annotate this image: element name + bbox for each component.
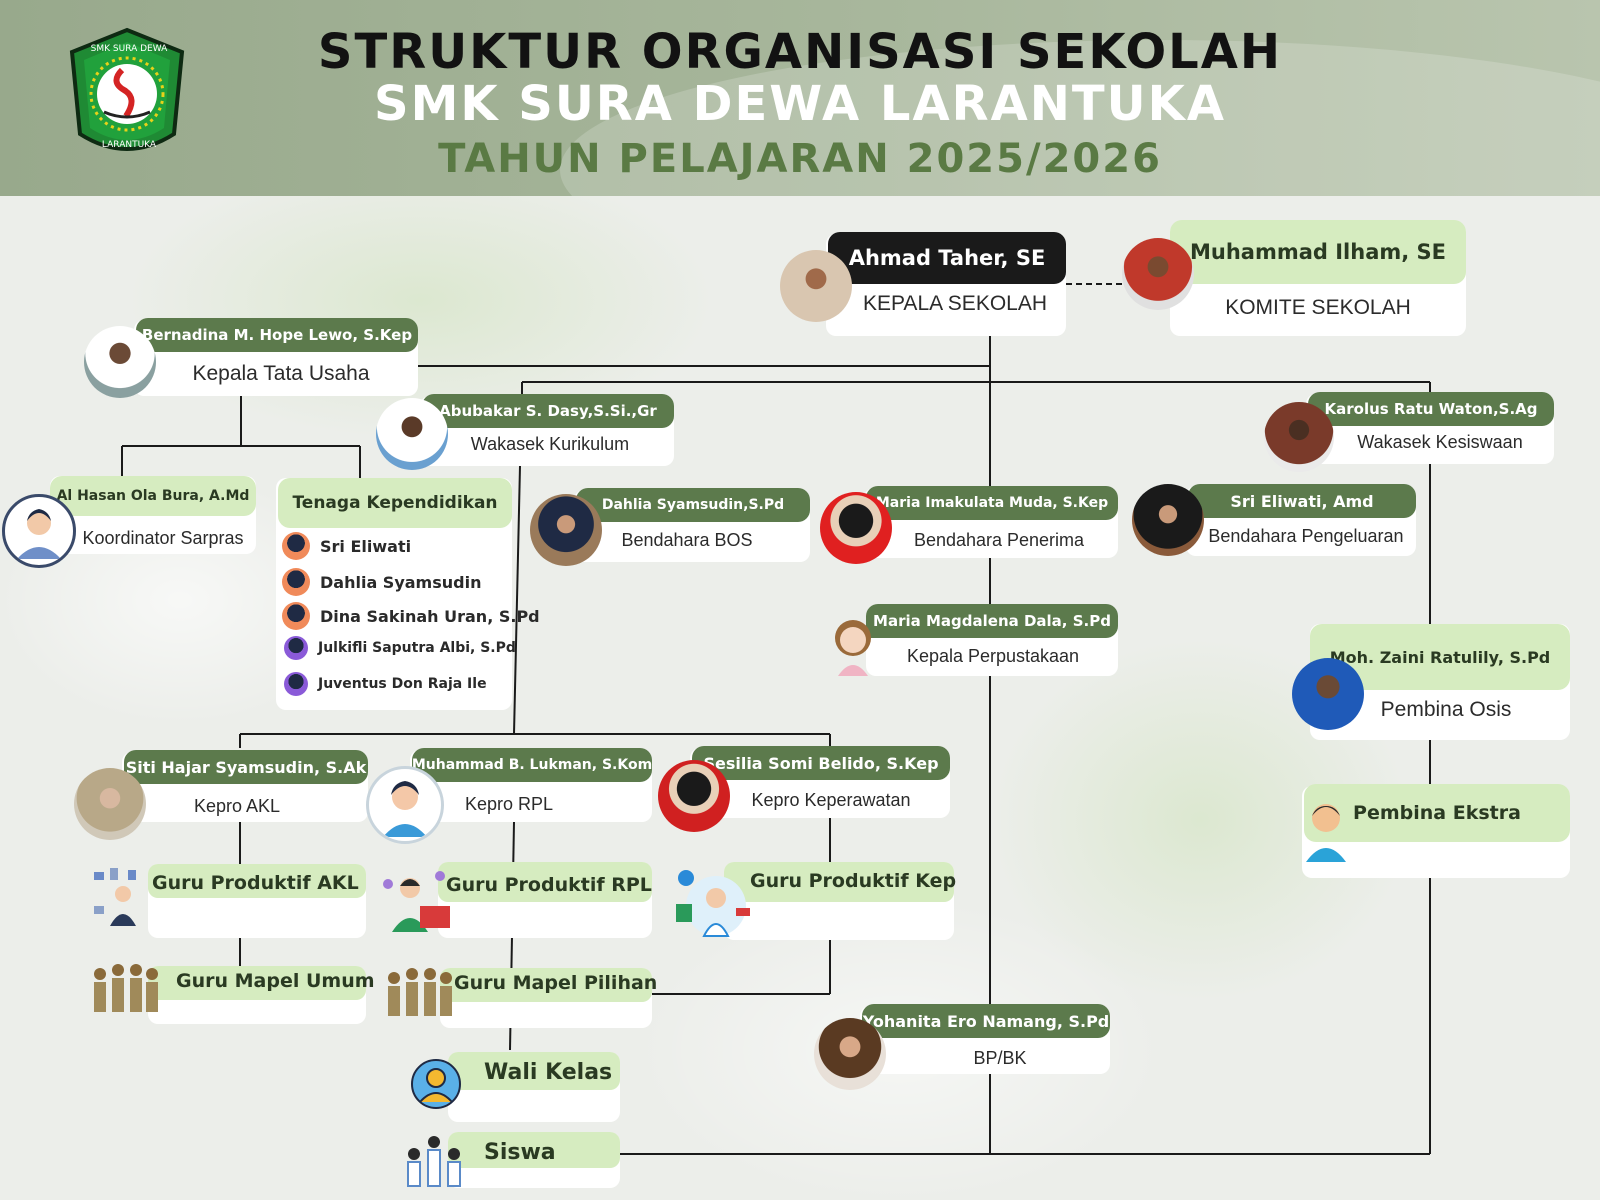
female-avatar-icon [282, 602, 310, 630]
teachers-group-icon [388, 968, 452, 1016]
students-group-icon [407, 1136, 461, 1187]
wakasek-kesiswaan-name: Karolus Ratu Waton,S.Ag [1308, 392, 1554, 426]
kepro-akl-name: Siti Hajar Syamsudin, S.Ak [124, 750, 368, 784]
teachers-group-icon [94, 964, 158, 1012]
tenaga-member: Juventus Don Raja Ile [284, 672, 487, 696]
bp-bk-photo [814, 1018, 886, 1090]
siswa-label: Siswa [484, 1140, 556, 1165]
bendahara-bos-role: Bendahara BOS [621, 530, 753, 550]
title-line-2: SMK SURA DEWA LARANTUKA [374, 76, 1226, 132]
nurse-icon [676, 870, 750, 937]
header-banner: STRUKTUR ORGANISASI SEKOLAH SMK SURA DEW… [0, 0, 1600, 196]
user-avatar-icon [366, 766, 444, 844]
tenaga-member: Sri Eliwati [282, 532, 411, 560]
guru-mapel-umum-label: Guru Mapel Umum [176, 970, 375, 992]
guru-produktif-rpl-band [438, 862, 652, 902]
man-avatar-icon [1306, 804, 1346, 862]
kepro-keperawatan-photo [658, 760, 730, 832]
male-avatar-icon [284, 636, 308, 660]
guru-mapel-umum-band [148, 966, 366, 1000]
tenaga-member: Julkifli Saputra Albi, S.Pd [284, 636, 516, 660]
kepro-akl-photo [74, 768, 146, 840]
bendahara-bos-name: Dahlia Syamsudin,S.Pd [576, 488, 810, 522]
guru-produktif-kep-band [724, 862, 954, 902]
pembina-ekstra-label: Pembina Ekstra [1304, 784, 1570, 842]
tenaga-member-name: Dahlia Syamsudin [320, 572, 482, 592]
title-line-3: TAHUN PELAJARAN 2025/2026 [438, 136, 1162, 182]
guru-mapel-pilihan-label: Guru Mapel Pilihan [454, 972, 658, 994]
komite-sekolah-photo [1122, 238, 1194, 310]
programmer-icon [383, 871, 450, 932]
kepala-sekolah-role: KEPALA SEKOLAH [862, 292, 1048, 315]
guru-mapel-pilihan-band [440, 968, 652, 1002]
tenaga-member-name: Sri Eliwati [320, 536, 412, 556]
guru-produktif-akl-label: Guru Produktif AKL [152, 872, 359, 894]
kepro-keperawatan-name: Sesilia Somi Belido, S.Kep [692, 746, 950, 780]
kepala-perpustakaan-name: Maria Magdalena Dala, S.Pd [866, 604, 1118, 638]
female-avatar-icon [282, 532, 310, 560]
title-line-1: STRUKTUR ORGANISASI SEKOLAH [317, 24, 1283, 80]
wali-kelas-label: Wali Kelas [484, 1060, 613, 1085]
tenaga-member: Dina Sakinah Uran, S.Pd [282, 602, 540, 630]
guru-produktif-kep-label: Guru Produktif Kep [750, 870, 957, 892]
bp-bk-role: BP/BK [973, 1048, 1027, 1068]
wakasek-kurikulum-role: Wakasek Kurikulum [470, 434, 630, 454]
wali-kelas-band [448, 1052, 620, 1090]
wakasek-kesiswaan-role: Wakasek Kesiswaan [1357, 432, 1523, 452]
wakasek-kesiswaan-photo [1264, 402, 1334, 472]
kepro-rpl-role: Kepro RPL [464, 794, 554, 814]
komite-sekolah-name: Muhammad Ilham, SE [1170, 220, 1466, 284]
kepala-sekolah-name: Ahmad Taher, SE [828, 232, 1066, 284]
bendahara-penerima-photo [820, 492, 892, 564]
koordinator-sarpras-name: Al Hasan Ola Bura, A.Md [50, 476, 256, 516]
accounting-icon [94, 868, 136, 926]
kepro-keperawatan-role: Kepro Keperawatan [751, 790, 911, 810]
school-logo [69, 27, 185, 151]
bendahara-pengeluaran-photo [1132, 484, 1204, 556]
kepala-sekolah-photo [780, 250, 852, 322]
kepala-tata-usaha-name: Bernadina M. Hope Lewo, S.Kep [136, 318, 418, 352]
kepala-tata-usaha-photo [84, 326, 156, 398]
logo-text-top: SMK SURA DEWA [90, 44, 168, 54]
girl-avatar-icon [835, 620, 871, 676]
male-avatar-icon [284, 672, 308, 696]
kepala-perpustakaan-role: Kepala Perpustakaan [906, 646, 1080, 666]
bendahara-penerima-name: Maria Imakulata Muda, S.Kep [866, 486, 1118, 520]
bendahara-pengeluaran-role: Bendahara Pengeluaran [1208, 526, 1404, 546]
pembina-osis-photo [1292, 658, 1364, 730]
bendahara-bos-photo [530, 494, 602, 566]
pembina-osis-role: Pembina Osis [1380, 698, 1512, 721]
guru-produktif-akl-band [148, 864, 366, 898]
tenaga-member: Dahlia Syamsudin [282, 568, 481, 596]
kepro-rpl-name: Muhammad B. Lukman, S.Kom [412, 748, 652, 782]
user-avatar-icon [2, 494, 76, 568]
bendahara-penerima-role: Bendahara Penerima [913, 530, 1085, 550]
bp-bk-name: Yohanita Ero Namang, S.Pd [862, 1004, 1110, 1038]
tenaga-kependidikan-title: Tenaga Kependidikan [278, 478, 512, 528]
logo-text-bottom: LARANTUKA [101, 140, 157, 150]
guru-produktif-rpl-label: Guru Produktif RPL [446, 874, 652, 896]
kepala-tata-usaha-role: Kepala Tata Usaha [192, 362, 370, 385]
bendahara-pengeluaran-name: Sri Eliwati, Amd [1188, 484, 1416, 518]
wakasek-kurikulum-photo [376, 398, 448, 470]
tenaga-member-name: Juventus Don Raja Ile [318, 676, 487, 692]
kepro-akl-role: Kepro AKL [193, 796, 281, 816]
female-avatar-icon [282, 568, 310, 596]
wakasek-kurikulum-name: Abubakar S. Dasy,S.Si.,Gr [422, 394, 674, 428]
siswa-band [448, 1132, 620, 1168]
koordinator-sarpras-role: Koordinator Sarpras [82, 528, 244, 548]
tenaga-member-name: Julkifli Saputra Albi, S.Pd [318, 640, 516, 656]
komite-sekolah-role: KOMITE SEKOLAH [1225, 296, 1411, 319]
tenaga-member-name: Dina Sakinah Uran, S.Pd [320, 606, 540, 626]
user-circle-icon [411, 1059, 461, 1109]
